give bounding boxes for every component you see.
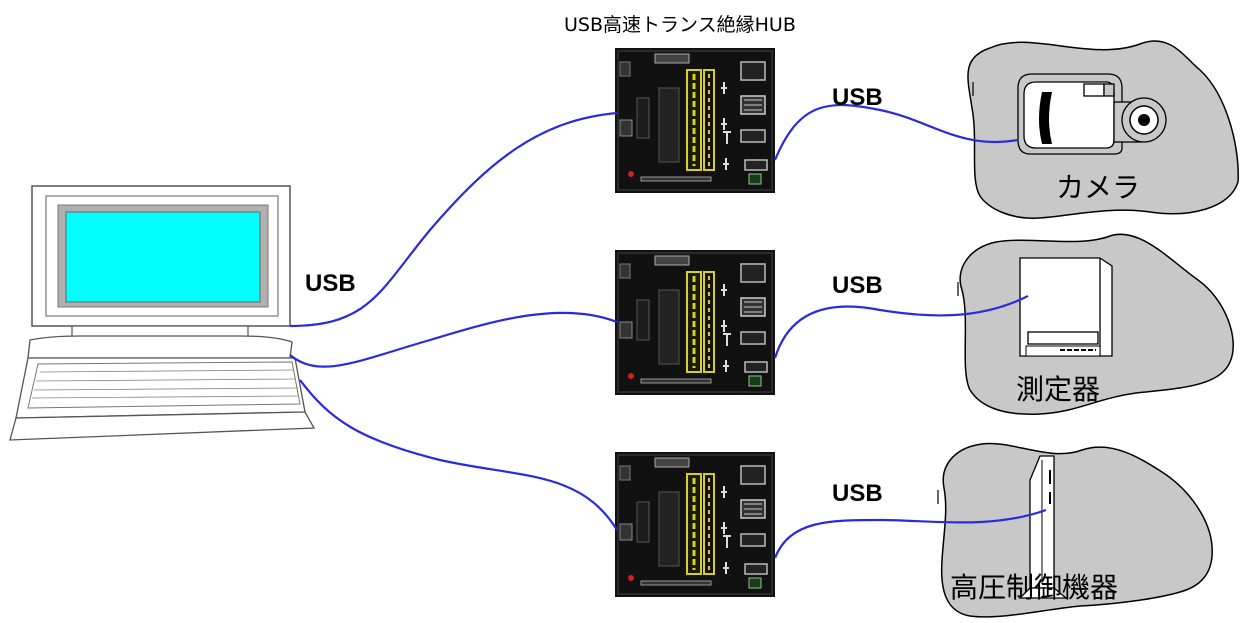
usb-label-hv: USB bbox=[832, 480, 883, 507]
cable-pc-to-hub1 bbox=[289, 111, 618, 328]
cable-hub3-to-hv bbox=[773, 508, 1047, 559]
tower-device-icon bbox=[1018, 455, 1068, 599]
device-label-hv: 高圧制御機器 bbox=[950, 571, 1119, 604]
usb-label-pc: USB bbox=[305, 270, 356, 297]
hub-title: USB高速トランス絶縁HUB bbox=[564, 14, 796, 36]
usb-cables bbox=[289, 103, 1047, 559]
device-area-hv bbox=[940, 442, 1213, 618]
isolation-hub-board-icon bbox=[613, 450, 777, 599]
device-label-meter: 測定器 bbox=[1016, 373, 1101, 406]
camera-icon bbox=[1017, 73, 1167, 155]
cable-hub2-to-meter bbox=[773, 295, 1029, 359]
isolation-hub-board-icon bbox=[613, 46, 777, 195]
isolation-hub-board-icon bbox=[613, 248, 777, 397]
cable-hub1-to-camera bbox=[773, 103, 1019, 161]
usb-label-camera: USB bbox=[832, 84, 883, 111]
cable-pc-to-hub3 bbox=[299, 379, 618, 531]
cable-pc-to-hub2 bbox=[289, 311, 618, 368]
device-label-camera: カメラ bbox=[1056, 171, 1141, 204]
laptop-icon bbox=[9, 185, 316, 441]
measuring-instrument-icon bbox=[1019, 257, 1113, 357]
usb-label-meter: USB bbox=[832, 272, 883, 299]
